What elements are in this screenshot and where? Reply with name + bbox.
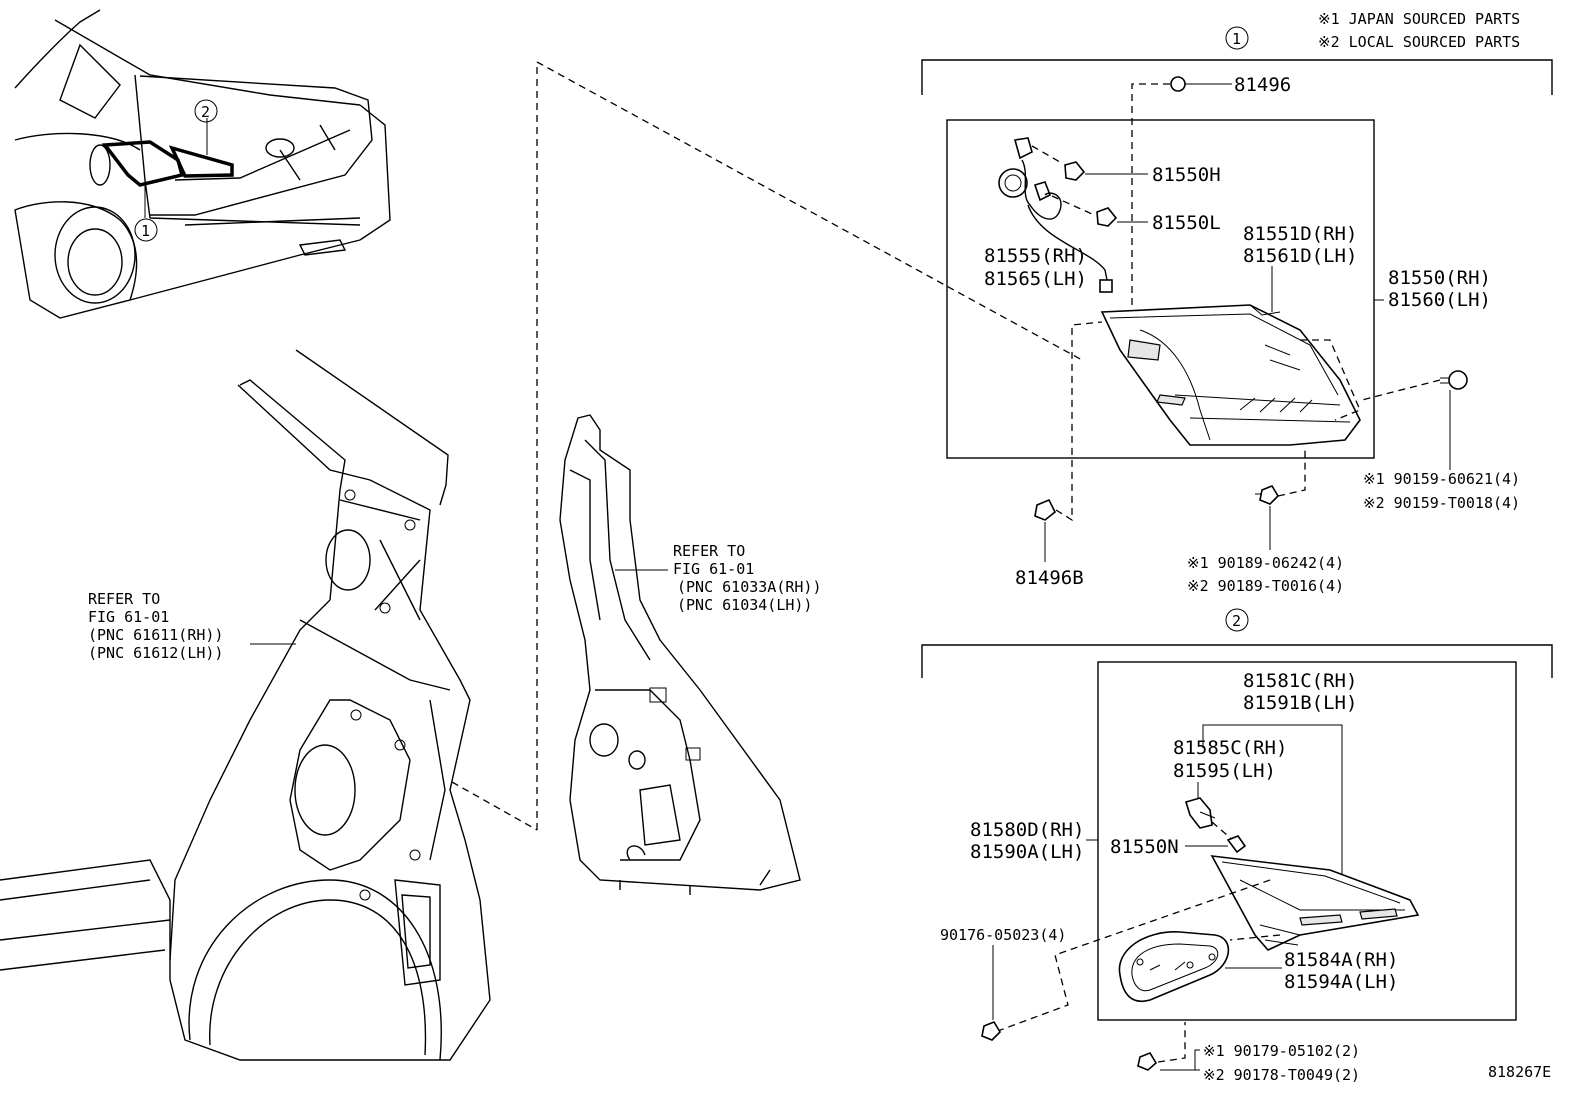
label-81561D: 81561D(LH) [1243, 245, 1357, 267]
label-81550N: 81550N [1110, 836, 1179, 858]
label-81595: 81595(LH) [1173, 760, 1276, 782]
gasket-81584A [1118, 931, 1282, 1002]
bulb-81550L [1096, 207, 1148, 227]
label-81581C: 81581C(RH) [1243, 670, 1357, 692]
label-81590A: 81590A(LH) [970, 841, 1084, 863]
label-81584A: 81584A(RH) [1284, 949, 1398, 971]
label-81496B: 81496B [1015, 567, 1084, 589]
callout-to-group-1 [536, 60, 1083, 830]
group-1-marker: 1 [1225, 26, 1249, 50]
lamp-gasket-outline [1300, 339, 1361, 421]
label-81585C: 81585C(RH) [1173, 737, 1287, 759]
refer-inner-line1: REFER TO [673, 542, 745, 560]
clip-81496B [1034, 321, 1103, 562]
refer-inner-line4: (PNC 61034(LH)) [677, 596, 812, 614]
dash-lamp-gasket [1229, 934, 1281, 941]
label-81551D: 81551D(RH) [1243, 223, 1357, 245]
label-81550: 81550(RH) [1388, 267, 1491, 289]
label-screw-japan: ※1 90159-60621(4) [1363, 470, 1520, 488]
label-90176: 90176-05023(4) [940, 926, 1066, 944]
car-marker-2: 2 [194, 99, 218, 123]
socket-81585C [1184, 797, 1236, 843]
screw-90159 [1361, 370, 1468, 470]
refer-quarter-line4: (PNC 61612(LH)) [88, 644, 223, 662]
car-marker-1: 1 [134, 218, 158, 242]
leader-81581C [1202, 724, 1343, 880]
note-local-sourced: ※2 LOCAL SOURCED PARTS [1318, 33, 1520, 51]
label-81594A: 81594A(LH) [1284, 971, 1398, 993]
label-nut2-local: ※2 90178-T0049(2) [1203, 1066, 1360, 1084]
group-2-marker: 2 [1225, 608, 1249, 632]
nut-90176 [981, 945, 1002, 1041]
refer-quarter-line2: FIG 61-01 [88, 608, 169, 626]
rear-combination-lamp [1100, 304, 1361, 446]
refer-quarter-line1: REFER TO [88, 590, 160, 608]
group-2-bracket [921, 644, 1553, 678]
label-81560: 81560(LH) [1388, 289, 1491, 311]
bulb-81550N [1185, 835, 1247, 854]
group-1-box [946, 119, 1375, 459]
back-door-lamp [1210, 855, 1420, 951]
label-nut1-local: ※2 90189-T0016(4) [1187, 577, 1344, 595]
group-1-bracket [921, 59, 1553, 95]
label-81565: 81565(LH) [984, 268, 1087, 290]
label-nut2-japan: ※1 90179-05102(2) [1203, 1042, 1360, 1060]
nut-90179 [1137, 1022, 1200, 1071]
clip-81496 [1131, 76, 1232, 310]
figure-id: 818267E [1488, 1063, 1551, 1081]
refer-inner-line2: FIG 61-01 [673, 560, 754, 578]
refer-inner-line3: (PNC 61033A(RH)) [677, 578, 822, 596]
label-81496: 81496 [1234, 74, 1291, 96]
nut-90189 [1255, 450, 1306, 550]
dash-90176 [994, 879, 1271, 1033]
label-81580D: 81580D(RH) [970, 819, 1084, 841]
label-screw-local: ※2 90159-T0018(4) [1363, 494, 1520, 512]
svg-text:2: 2 [201, 103, 210, 121]
label-81591B: 81591B(LH) [1243, 692, 1357, 714]
label-nut1-japan: ※1 90189-06242(4) [1187, 554, 1344, 572]
label-81555: 81555(RH) [984, 245, 1087, 267]
svg-text:1: 1 [1232, 30, 1241, 48]
quarter-panel-illustration [0, 349, 491, 1061]
inner-panel-illustration [559, 414, 801, 895]
label-81550L: 81550L [1152, 212, 1221, 234]
svg-text:2: 2 [1232, 612, 1241, 630]
label-81550H: 81550H [1152, 164, 1221, 186]
bulb-81550H [1064, 161, 1148, 181]
refer-quarter-line3: (PNC 61611(RH)) [88, 626, 223, 644]
socket-wire-assy [998, 137, 1113, 293]
group-2-box [1097, 661, 1517, 1021]
note-japan-sourced: ※1 JAPAN SOURCED PARTS [1318, 10, 1520, 28]
svg-text:1: 1 [141, 222, 150, 240]
callout-from-quarter [451, 781, 538, 831]
vehicle-rear-illustration [14, 9, 391, 319]
